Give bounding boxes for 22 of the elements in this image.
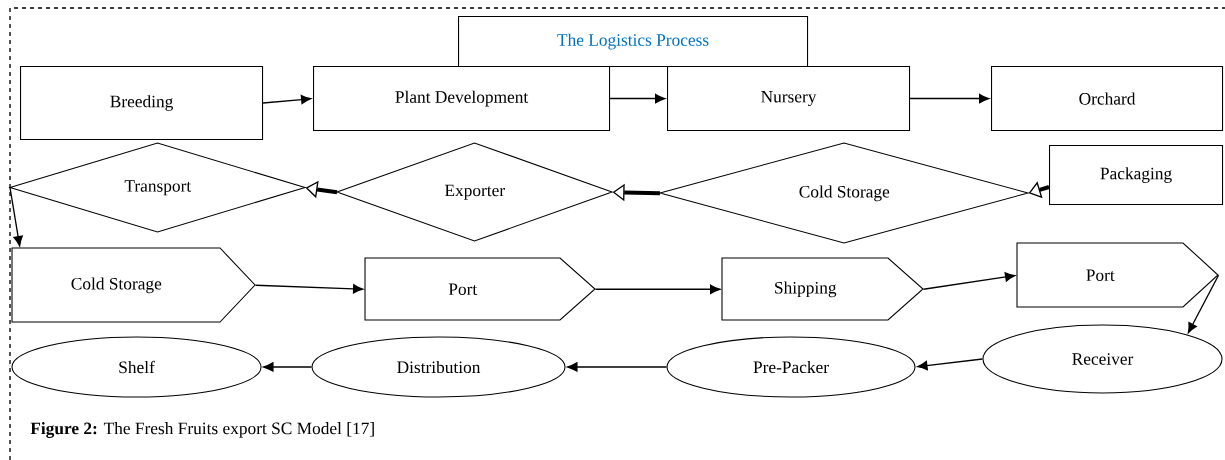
arrow <box>922 272 1016 290</box>
arrow <box>917 358 984 371</box>
arrow <box>263 362 313 372</box>
arrow <box>9 187 23 247</box>
arrow <box>262 94 312 105</box>
pentagon-box: Shipping <box>721 257 924 321</box>
arrow <box>254 284 364 294</box>
process-box: Plant Development <box>313 66 611 132</box>
pentagon-box: Port <box>364 257 596 321</box>
pentagon-box: Cold Storage <box>11 247 256 323</box>
arrow <box>567 362 668 372</box>
process-box: Packaging <box>1049 145 1224 206</box>
process-box: Breeding <box>20 66 264 141</box>
process-box: Orchard <box>991 66 1224 132</box>
arrow <box>909 93 990 104</box>
arrow <box>609 93 666 104</box>
title-box: The Logistics Process <box>458 16 809 68</box>
pentagon-box: Port <box>1016 242 1219 308</box>
arrow <box>1187 274 1220 334</box>
figure-caption: Figure 2: The Fresh Fruits export SC Model [17] <box>30 422 374 438</box>
process-box: Nursery <box>667 66 911 132</box>
arrow <box>594 284 721 294</box>
